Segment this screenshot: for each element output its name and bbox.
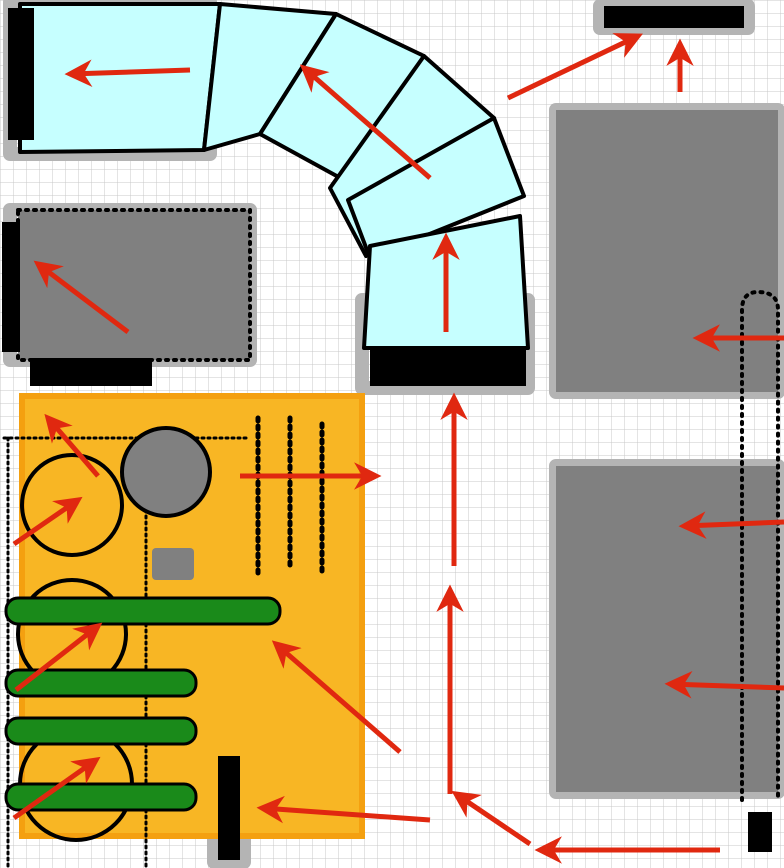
gray-block-left-bar xyxy=(30,358,152,386)
corridor-bottom-bar xyxy=(370,350,526,386)
green-bar-2 xyxy=(4,668,198,698)
cyan-corridor xyxy=(18,2,530,350)
corridor-end-bar xyxy=(8,8,34,140)
gray-block-left-side xyxy=(2,222,20,352)
gray-block-left xyxy=(16,208,252,362)
arrow-6 xyxy=(33,260,130,334)
arrow-layer xyxy=(12,33,784,864)
gray-small-box xyxy=(152,548,194,580)
arrow-4 xyxy=(506,33,643,101)
arrow-1 xyxy=(64,59,191,88)
right-dotted-loop xyxy=(740,289,780,802)
arrow-16 xyxy=(12,756,101,821)
green-bars xyxy=(4,596,282,812)
arrow-17 xyxy=(271,640,402,754)
green-bar-3 xyxy=(4,716,198,746)
arrow-9 xyxy=(664,671,784,699)
gray-circle xyxy=(120,426,212,518)
arrow-2 xyxy=(299,64,432,180)
corridor-segment-1 xyxy=(18,2,222,154)
bottom-right-block xyxy=(748,812,772,852)
arrow-19 xyxy=(451,790,532,847)
arrow-8 xyxy=(678,511,784,539)
gray-block-right-top xyxy=(556,110,778,392)
gray-block-right-bottom xyxy=(556,466,778,792)
vertical-rails xyxy=(255,415,325,581)
top-right-bar xyxy=(604,6,744,28)
arrow-15 xyxy=(14,622,103,692)
arrow-13 xyxy=(44,413,100,478)
small-vertical-bar xyxy=(218,756,240,860)
arrow-18 xyxy=(256,795,431,824)
arrow-14 xyxy=(12,496,83,547)
green-bar-1 xyxy=(4,596,282,626)
circle-1 xyxy=(20,453,124,557)
